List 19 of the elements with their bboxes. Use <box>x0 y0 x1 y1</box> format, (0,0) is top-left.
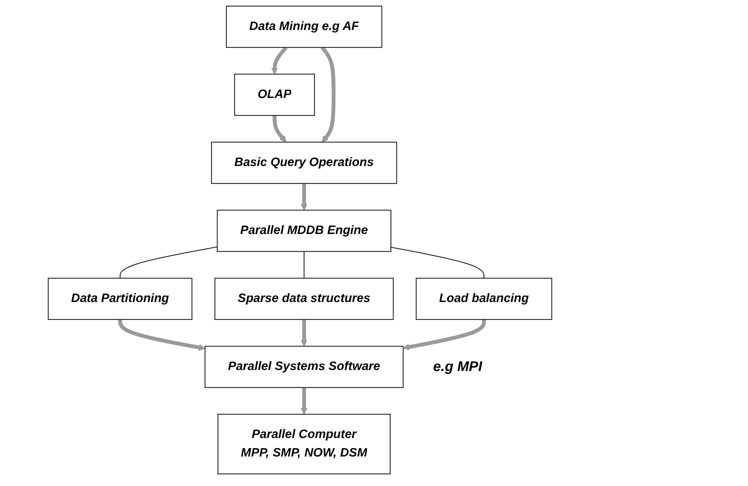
connector <box>390 246 484 279</box>
node-annotation: e.g MPI <box>433 358 482 374</box>
arrow <box>300 183 308 210</box>
arrow <box>320 46 336 142</box>
connector <box>120 246 218 279</box>
node-box <box>234 74 315 116</box>
node-box <box>204 346 404 388</box>
node-box <box>48 278 192 320</box>
node-box <box>211 142 398 184</box>
node-box <box>216 210 392 252</box>
arrow <box>300 388 308 415</box>
node-box <box>226 6 382 48</box>
arrow <box>272 115 286 142</box>
node-box <box>416 278 552 320</box>
arrow <box>118 320 206 351</box>
arrow <box>300 320 308 347</box>
node-box <box>214 278 394 320</box>
arrow <box>271 46 288 74</box>
node-box <box>218 414 391 474</box>
